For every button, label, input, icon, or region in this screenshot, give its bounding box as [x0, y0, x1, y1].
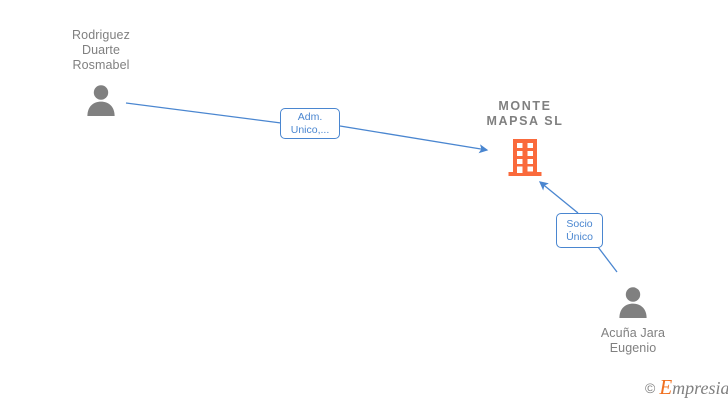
- brand-logo: Empresia: [659, 375, 728, 399]
- relation-label-text: Adm. Unico,...: [290, 110, 330, 136]
- person-node-rodriguez-duarte-rosmabel[interactable]: Rodriguez Duarte Rosmabel: [21, 28, 181, 116]
- person-label: Acuña Jara Eugenio: [600, 326, 666, 355]
- person-icon: [619, 287, 647, 318]
- brand-rest: mpresia: [672, 378, 728, 398]
- empresia-watermark: © Empresia: [645, 375, 728, 399]
- edge-line-socio-unico-upper: [538, 181, 579, 214]
- company-node-monte-mapsa-sl[interactable]: MONTE MAPSA SL: [435, 99, 615, 177]
- edge-line-socio-unico-lower: [597, 246, 618, 273]
- relation-label-adm-unico[interactable]: Adm. Unico,...: [280, 108, 340, 139]
- relation-label-text: Socio Único: [566, 217, 593, 243]
- copyright-icon: ©: [645, 379, 656, 396]
- edge-line-adm-unico-left: [125, 102, 282, 124]
- brand-initial: E: [659, 375, 673, 399]
- person-icon: [87, 85, 115, 116]
- relation-label-socio-unico[interactable]: Socio Único: [556, 213, 603, 248]
- person-node-acuna-jara-eugenio[interactable]: Acuña Jara Eugenio: [553, 284, 713, 356]
- person-label: Rodriguez Duarte Rosmabel: [72, 28, 130, 72]
- company-label: MONTE MAPSA SL: [486, 99, 564, 128]
- edge-line-adm-unico-right: [339, 125, 489, 154]
- building-icon: [508, 139, 542, 176]
